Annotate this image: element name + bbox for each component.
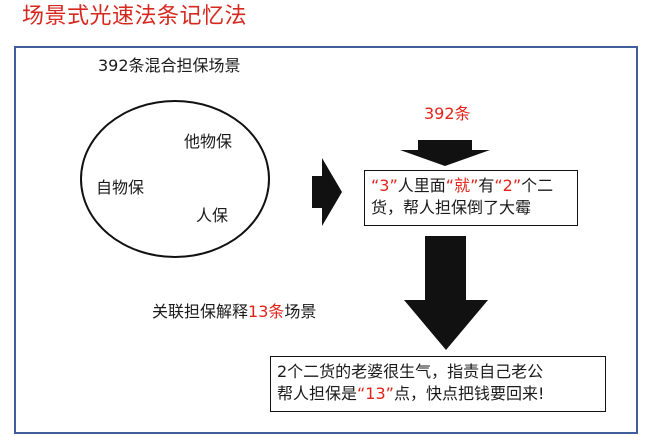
box2-line2: 帮人担保是“13”点，快点把钱要回来! [277, 383, 599, 405]
circle-label-person: 人保 [196, 206, 229, 225]
guarantee-circle [80, 100, 270, 258]
down-arrow-large-icon [404, 236, 488, 350]
page-title: 场景式光速法条记忆法 [22, 4, 248, 29]
box1-line2: 货，帮人担保倒了大霉 [371, 198, 532, 217]
caption-number: 13条 [248, 302, 285, 321]
box1-text-1: 人里面 [397, 176, 446, 195]
box2-line1: 2个二货的老婆很生气，指责自己老公 [277, 362, 544, 381]
content-frame [14, 46, 638, 434]
mnemonic-box-1: “3”人里面“就”有“2”个二 货，帮人担保倒了大霉 [364, 170, 578, 226]
box2-text-a: 帮人担保是 [277, 384, 358, 403]
box1-quote-3: “3” [371, 176, 398, 195]
circle-label-other: 他物保 [184, 132, 233, 151]
box1-line1: “3”人里面“就”有“2”个二 [371, 175, 571, 197]
caption-suffix: 场景 [284, 302, 317, 321]
box1-quote-jiu: “就” [445, 176, 479, 195]
box2-text-c: 点，快点把钱要回来! [393, 384, 545, 403]
left-heading: 392条混合担保场景 [98, 56, 241, 75]
right-arrow-icon [312, 158, 342, 226]
down-arrow-small-icon [400, 140, 490, 166]
left-caption: 关联担保解释13条场景 [152, 302, 316, 322]
circle-label-self: 自物保 [96, 178, 145, 197]
box1-quote-2: “2” [494, 176, 522, 195]
box1-text-3: 个二 [521, 176, 554, 195]
box2-quote-13: “13” [357, 384, 394, 403]
caption-prefix: 关联担保解释 [152, 302, 249, 321]
top-number: 392条 [424, 104, 471, 123]
mnemonic-box-2: 2个二货的老婆很生气，指责自己老公 帮人担保是“13”点，快点把钱要回来! [270, 356, 606, 412]
box1-text-2: 有 [478, 176, 495, 195]
